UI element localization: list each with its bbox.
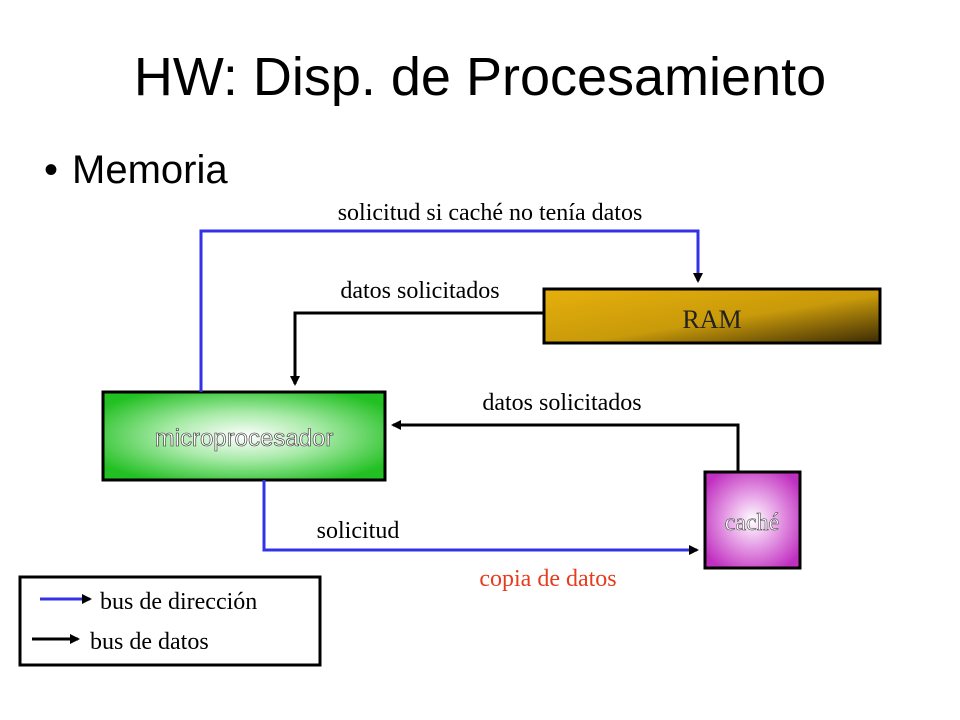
slide-title: HW: Disp. de Procesamiento: [133, 47, 827, 107]
data-bus-from-cache-line: [391, 420, 740, 472]
cache-box: [703, 470, 802, 570]
ram-label: RAM: [682, 305, 741, 334]
bullet-dot: •: [44, 148, 59, 192]
data-from-cache-label: datos solicitados: [482, 390, 641, 416]
legend-data-bus-label: bus de datos: [90, 629, 209, 655]
address-bus-to-ram-line: [199, 229, 703, 392]
ram-box: [542, 287, 882, 345]
microprocessor-label: microprocesador: [155, 425, 334, 452]
data-from-ram-label: datos solicitados: [340, 278, 499, 304]
bullet-item: • Memoria: [44, 148, 228, 193]
copy-data-label: copia de datos: [479, 566, 616, 592]
bullet-text: Memoria: [72, 148, 228, 192]
request-label: solicitud: [317, 518, 400, 544]
legend-box: [18, 575, 322, 667]
data-bus-from-ram-line: [290, 311, 544, 386]
request-if-cache-miss-label: solicitud si caché no tenía datos: [338, 200, 643, 226]
cache-label: caché: [725, 510, 780, 536]
legend-address-bus-label: bus de dirección: [100, 589, 257, 615]
microprocessor-box: [101, 390, 387, 482]
address-bus-to-cache-line: [262, 480, 699, 555]
